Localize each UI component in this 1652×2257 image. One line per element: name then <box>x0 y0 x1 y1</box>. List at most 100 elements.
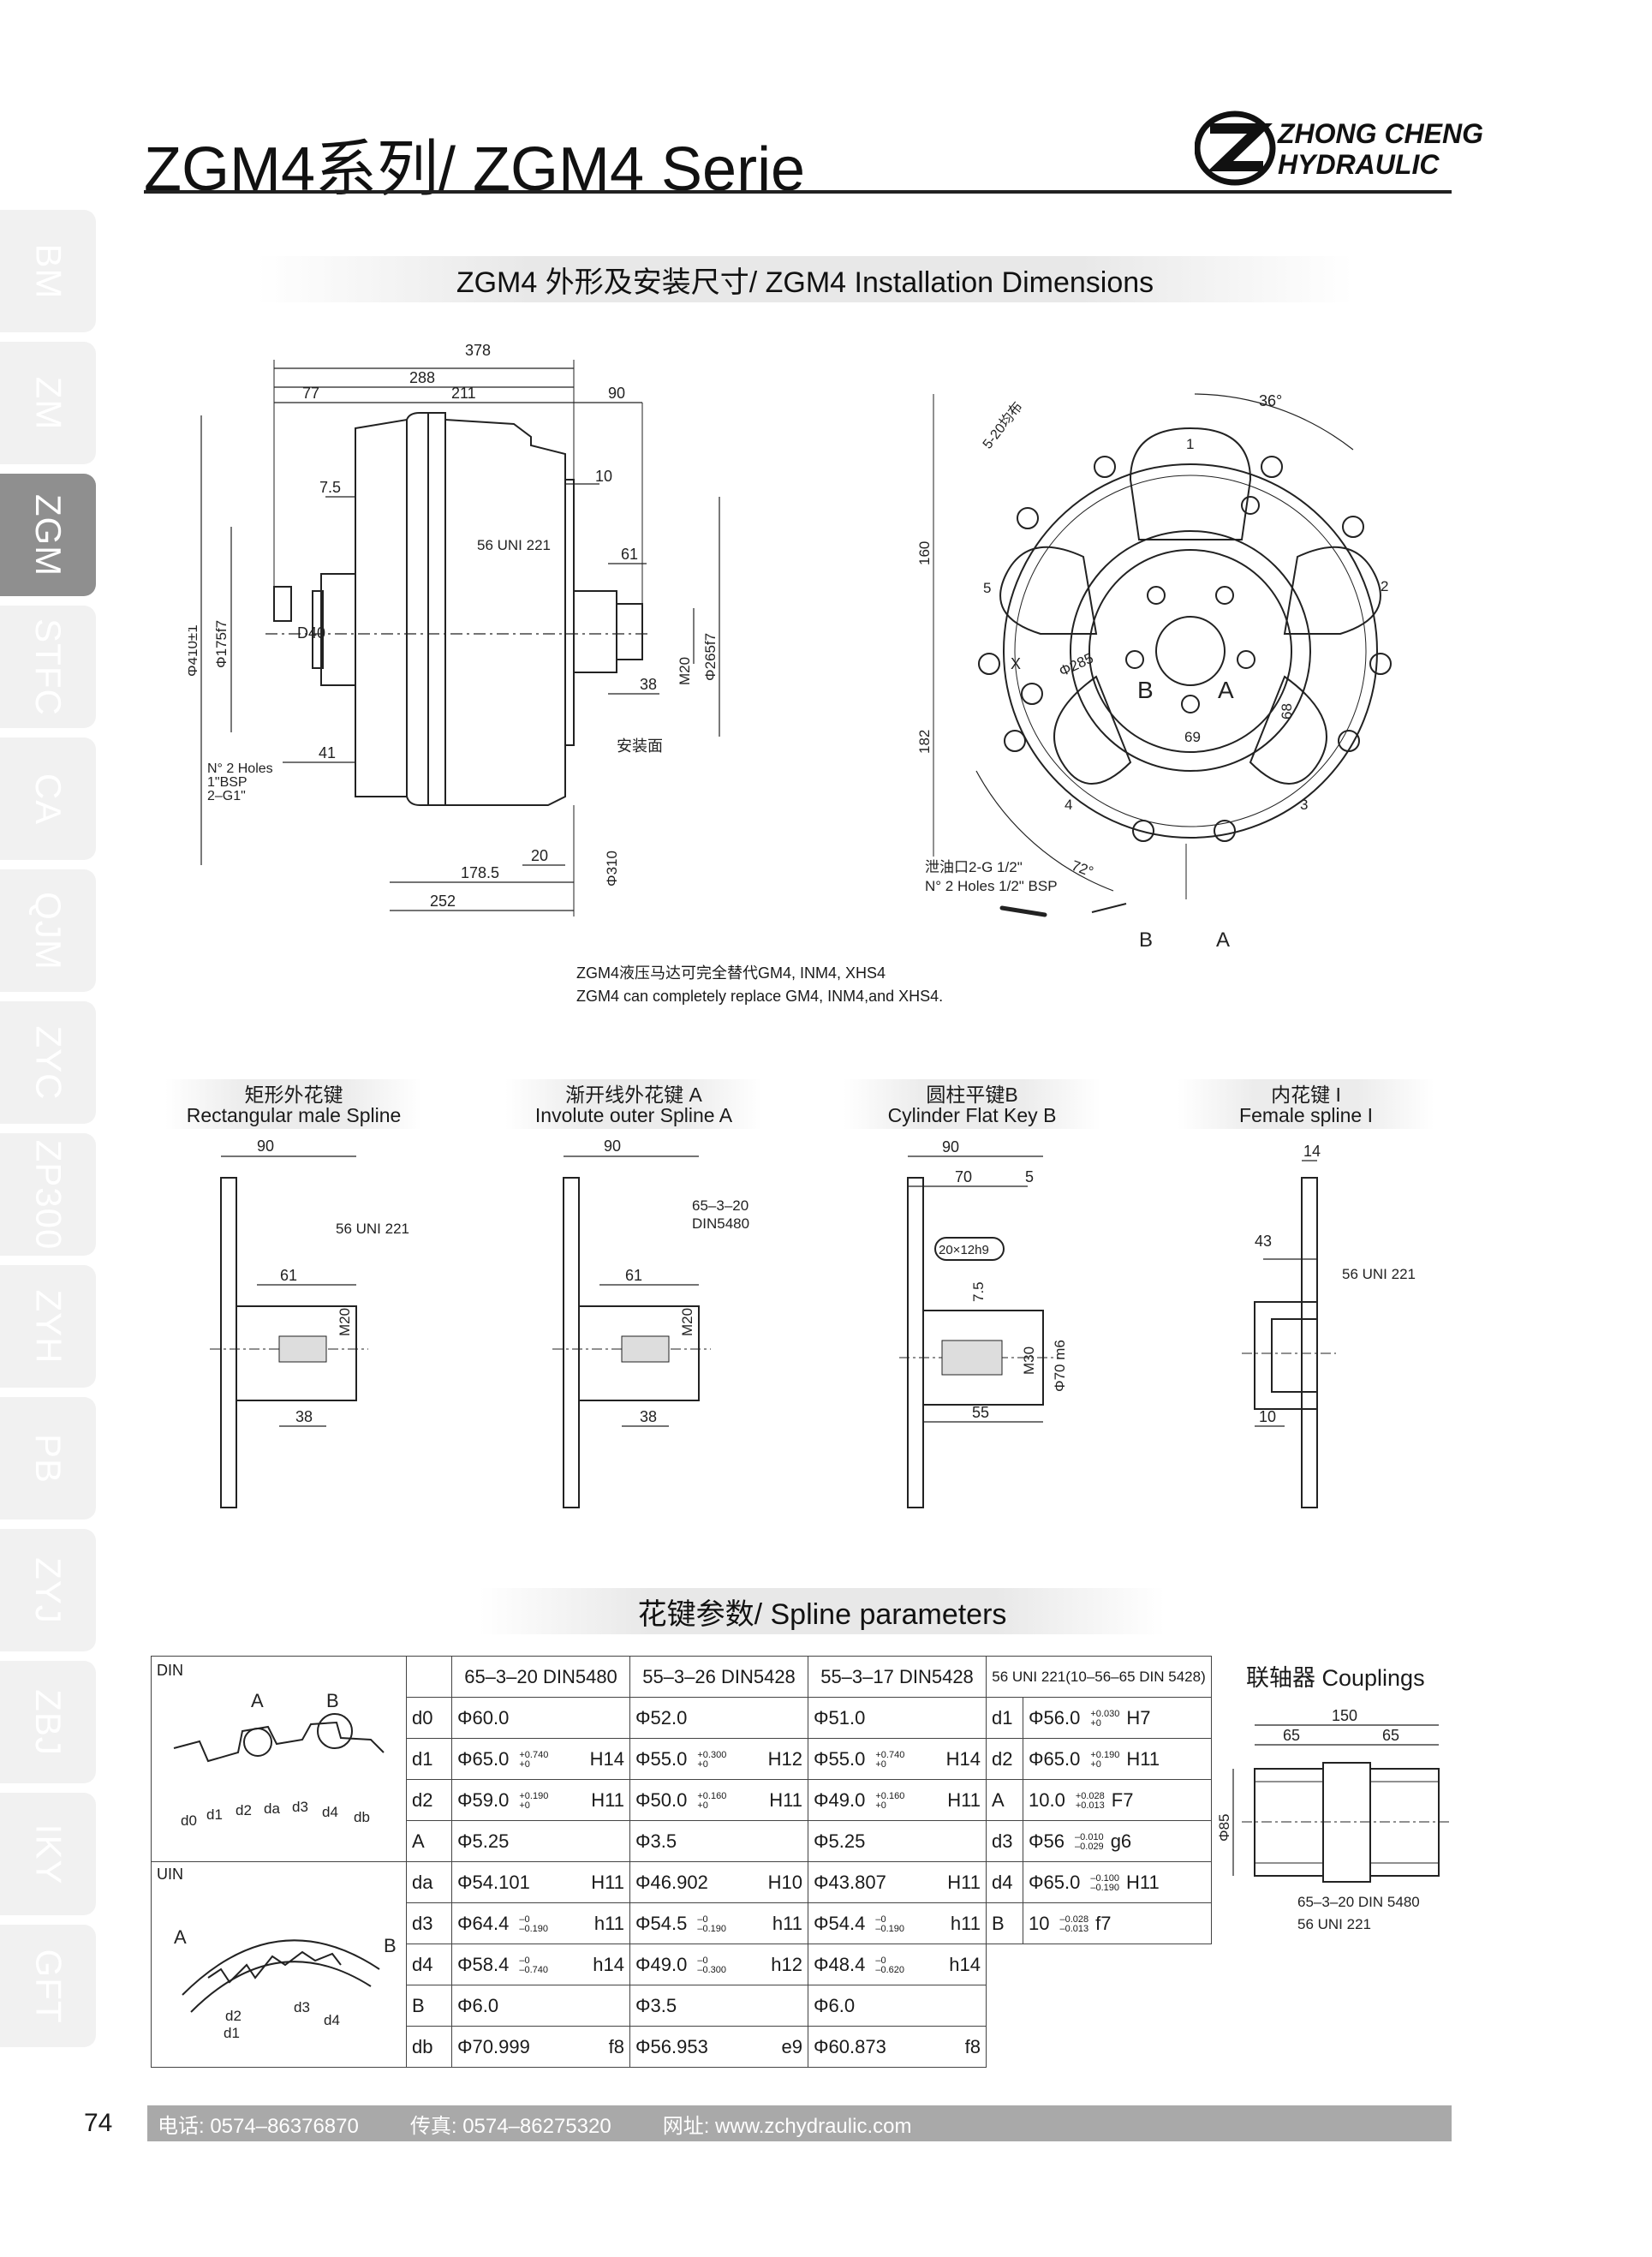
fit: h11 <box>950 1912 981 1934</box>
side-tab-qjm[interactable]: QJM <box>0 869 96 992</box>
tol-upper: +0.160 <box>697 1790 727 1801</box>
fit: H11 <box>947 1871 981 1893</box>
din-fig-d2: d2 <box>236 1802 252 1818</box>
shaft-drawing-involute: 90 65–3–20 DIN5480 61 M20 38 <box>552 1137 749 1508</box>
corner-cell <box>406 1656 452 1698</box>
tolerance: –0–0.190 <box>697 1914 726 1934</box>
lobe-3-label: 3 <box>1300 797 1308 813</box>
cell: Φ49.0 –0–0.300 h12 <box>629 1944 808 1985</box>
value: Φ46.902 <box>635 1871 708 1893</box>
side-tab-zgm[interactable]: ZGM <box>0 474 96 596</box>
row-key: d0 <box>406 1697 452 1739</box>
tolerance: +0.300+0 <box>697 1749 727 1770</box>
side-tab-zyj[interactable]: ZYJ <box>0 1529 96 1651</box>
tol-upper: –0 <box>519 1955 530 1966</box>
tolerance: –0–0.740 <box>519 1955 548 1975</box>
tol-upper: –0.010 <box>1075 1831 1104 1842</box>
side-tab-label: ZYJ <box>27 1556 69 1624</box>
uin-fig-d4: d4 <box>324 2012 340 2028</box>
cell: Φ52.0 <box>629 1697 808 1739</box>
side-tab-zyc[interactable]: ZYC <box>0 1001 96 1124</box>
fit: h14 <box>949 1953 981 1975</box>
dim-uni-221: 56 UNI 221 <box>477 537 551 553</box>
fit: H14 <box>945 1747 981 1770</box>
col-header: 55–3–17 DIN5428 <box>808 1656 987 1698</box>
value: Φ49.0 <box>814 1788 866 1811</box>
tol-lower: +0 <box>1090 1717 1101 1729</box>
shaft-title-en: Rectangular male Spline <box>186 1104 402 1126</box>
company-logo-text: ZHONG CHENG HYDRAULIC <box>1278 118 1483 180</box>
fit: H10 <box>767 1871 802 1893</box>
shaft-title-cn: 渐开线外花键 A <box>565 1084 702 1106</box>
dim-61: 61 <box>625 1267 642 1284</box>
side-tab-gft[interactable]: GFT <box>0 1925 96 2047</box>
side-tab-label: IKY <box>27 1824 69 1884</box>
uin-fig-d2: d2 <box>225 2008 242 2024</box>
fit: h12 <box>771 1953 802 1975</box>
side-tab-label: ZGM <box>28 493 69 576</box>
value: Φ49.0 <box>635 1953 688 1975</box>
dim-252: 252 <box>430 893 456 910</box>
din-spline-figure: A B d0 d1 d2 da d3 d4 db <box>173 1690 385 1829</box>
dim-38: 38 <box>640 676 657 693</box>
tol-upper: –0 <box>519 1914 530 1925</box>
dim-phi175: Φ175f7 <box>213 620 230 668</box>
tol-upper: +0.300 <box>697 1749 727 1760</box>
shaft-drawing-flat-key: 90 70 5 20×12h9 7.5 M30 Φ70 m6 55 <box>899 1139 1068 1508</box>
side-tab-stfc[interactable]: STFC <box>0 606 96 728</box>
side-tab-zm[interactable]: ZM <box>0 342 96 464</box>
uin-figure-cell: UIN A B d2 d1 d3 d4 <box>151 1861 407 2068</box>
side-tab-label: ZYH <box>28 1289 69 1364</box>
tol-upper: +0.030 <box>1090 1708 1120 1719</box>
lobe-1-label: 1 <box>1186 436 1194 452</box>
dim-68: 68 <box>1279 703 1295 719</box>
din-fig-db: db <box>354 1809 370 1825</box>
footer-website[interactable]: 网址: www.zchydraulic.com <box>662 2114 912 2138</box>
tolerance: –0.100–0.190 <box>1090 1873 1119 1893</box>
footer-fax: 传真: 0574–86275320 <box>409 2114 611 2138</box>
side-tab-label: GFT <box>27 1949 69 2023</box>
tolerance: –0.010–0.029 <box>1075 1831 1104 1852</box>
rotation-b-label: B <box>1139 928 1153 952</box>
side-tab-bm[interactable]: BM <box>0 210 96 332</box>
tolerance: –0–0.620 <box>875 1955 905 1975</box>
side-tab-label: ZYC <box>28 1025 69 1100</box>
dim-178-5: 178.5 <box>461 864 499 881</box>
row-key: d3 <box>986 1820 1023 1862</box>
uin-label: UIN <box>157 1866 183 1883</box>
tol-upper: –0 <box>697 1914 708 1925</box>
dim-61: 61 <box>280 1267 297 1284</box>
fit: f7 <box>1095 1912 1112 1934</box>
logo-line-2: HYDRAULIC <box>1278 149 1440 180</box>
tol-lower: +0.013 <box>1075 1800 1105 1811</box>
dim-41: 41 <box>319 744 336 761</box>
fit: F7 <box>1111 1788 1134 1811</box>
tol-lower: –0.620 <box>875 1964 905 1975</box>
tol-upper: –0 <box>875 1955 886 1966</box>
side-tab-ca[interactable]: CA <box>0 737 96 860</box>
fit: H12 <box>767 1747 802 1770</box>
side-tab-pb[interactable]: PB <box>0 1397 96 1520</box>
dim-5: 5 <box>1025 1168 1034 1185</box>
side-tab-zyh[interactable]: ZYH <box>0 1265 96 1388</box>
dim-10: 10 <box>1259 1408 1276 1425</box>
dim-phi265: Φ265f7 <box>702 633 719 681</box>
tolerance: –0–0.300 <box>697 1955 726 1975</box>
side-tab-zp300[interactable]: ZP300 <box>0 1133 96 1256</box>
side-tab-iky[interactable]: IKY <box>0 1793 96 1915</box>
side-tab-zbj[interactable]: ZBJ <box>0 1661 96 1783</box>
dim-phi70: Φ70 m6 <box>1052 1340 1068 1392</box>
couplings-title: 联轴器 Couplings <box>1246 1665 1425 1691</box>
